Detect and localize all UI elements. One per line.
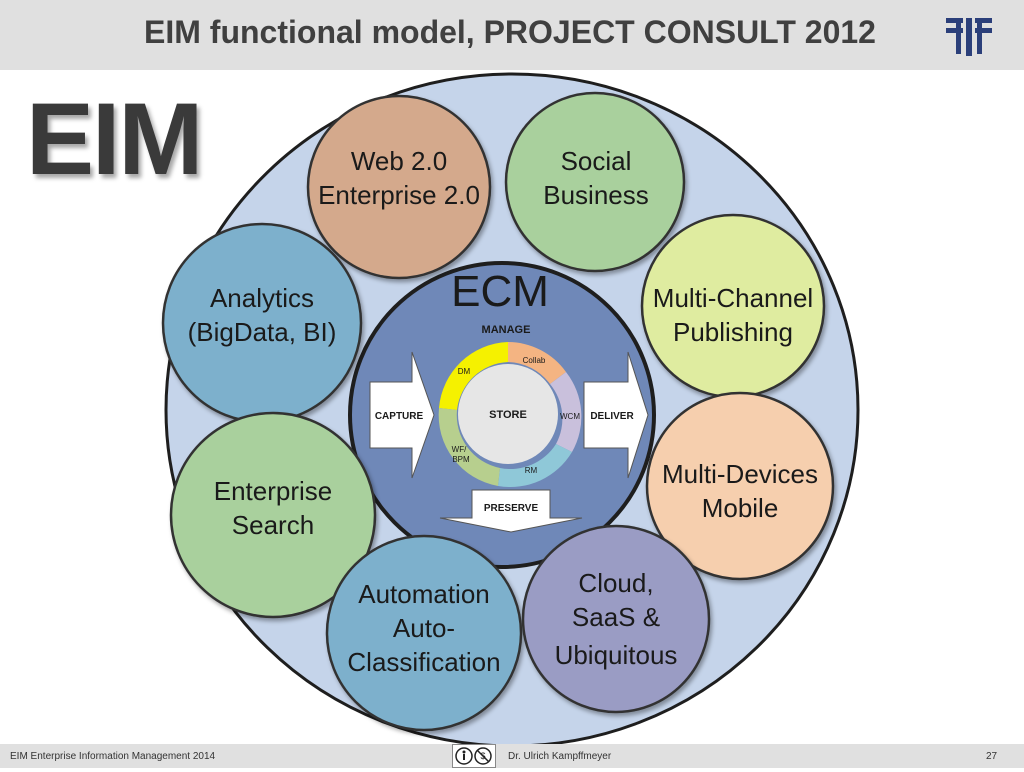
bubble-multichannel-line1: Multi-Channel (653, 283, 813, 313)
project-consult-logo-icon (946, 18, 992, 56)
segment-dm (439, 342, 508, 410)
footer-author: Dr. Ulrich Kampffmeyer (508, 751, 612, 762)
ecm-title: ECM (451, 267, 549, 316)
store-label: STORE (489, 409, 527, 421)
store-center (458, 364, 558, 464)
bubble-analytics-line1: Analytics (210, 283, 314, 313)
bubble-cloud-line2: SaaS & (572, 602, 660, 632)
bubble-cloud-line1: Cloud, (578, 568, 653, 598)
creative-commons-icon: $ (452, 744, 496, 768)
segment-collab (508, 342, 566, 384)
capture-arrow: CAPTURE (369, 351, 435, 479)
preserve-arrow: PRESERVE (439, 489, 583, 533)
segment-rm (498, 444, 572, 488)
bubble-search-line1: Enterprise (214, 476, 333, 506)
deliver-arrow: DELIVER (583, 351, 649, 479)
capture-label: CAPTURE (375, 411, 424, 422)
segment-label-bpm: BPM (452, 455, 470, 464)
segment-wf-bpm (438, 408, 500, 486)
bubble-devices-line2: Mobile (702, 493, 779, 523)
deliver-label: DELIVER (590, 411, 634, 422)
preserve-label: PRESERVE (484, 503, 539, 514)
segment-label-rm: RM (525, 466, 538, 475)
segment-label-wcm: WCM (560, 412, 580, 421)
bubble-automation-line3: Classification (347, 647, 500, 677)
eim-big-label: EIM (26, 82, 203, 196)
bubble-web-line1: Web 2.0 (351, 146, 447, 176)
svg-text:$: $ (480, 751, 485, 761)
segment-label-dm: DM (458, 367, 471, 376)
bubble-devices-line1: Multi-Devices (662, 459, 818, 489)
bubble-social-line2: Business (543, 180, 649, 210)
bubble-multichannel-line2: Publishing (673, 317, 793, 347)
header-bar (0, 0, 1024, 70)
bubble-cloud (521, 524, 711, 714)
bubble-web-line2: Enterprise 2.0 (318, 180, 480, 210)
segment-wcm (550, 372, 582, 452)
bubble-web-enterprise (306, 94, 492, 280)
footer-page-number: 27 (986, 751, 998, 762)
bubble-search-line2: Search (232, 510, 314, 540)
manage-label: MANAGE (482, 324, 531, 336)
bubble-multi-devices (645, 391, 835, 581)
ecm-cycle-ring (438, 342, 582, 488)
segment-label-collab: Collab (523, 356, 546, 365)
footer-left-text: EIM Enterprise Information Management 20… (10, 751, 216, 762)
bubble-enterprise-search (169, 411, 377, 619)
page-title: EIM functional model, PROJECT CONSULT 20… (144, 14, 876, 50)
bubble-automation-line2: Auto- (393, 613, 455, 643)
footer-bar: EIM Enterprise Information Management 20… (0, 744, 1024, 768)
bubble-social-business (504, 91, 686, 273)
segment-label-wf: WF/ (452, 445, 467, 454)
bubble-analytics-line2: (BigData, BI) (188, 317, 337, 347)
bubble-cloud-line3: Ubiquitous (555, 640, 678, 670)
bubble-automation (325, 534, 523, 732)
bubble-social-line1: Social (561, 146, 632, 176)
bubble-automation-line1: Automation (358, 579, 490, 609)
ecm-circle: ECM MANAGE STORE Collab DM WCM WF/ BPM R… (348, 261, 656, 569)
